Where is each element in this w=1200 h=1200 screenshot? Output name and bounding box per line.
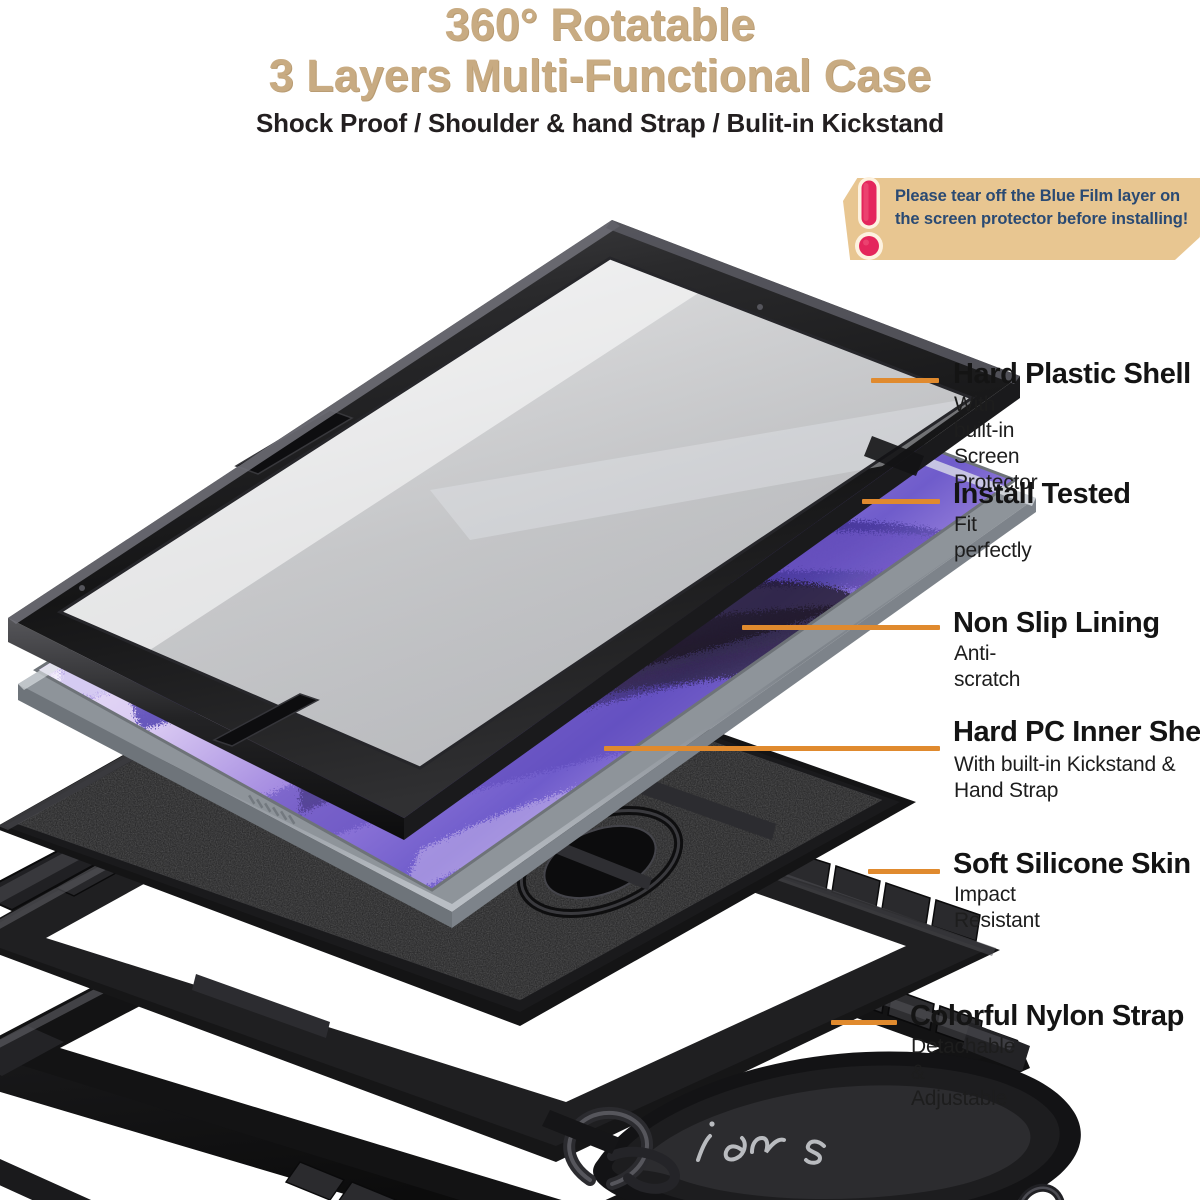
exploded-product-illustration bbox=[0, 220, 1081, 1200]
callout-leader-line bbox=[862, 499, 940, 504]
title-line-1: 360° Rotatable bbox=[444, 0, 756, 50]
header-subtitle: Shock Proof / Shoulder & hand Strap / Bu… bbox=[256, 108, 944, 138]
callout-subtitle: Anti-scratch bbox=[954, 642, 1021, 691]
nylon-shoulder-strap bbox=[542, 1051, 1081, 1200]
callout-title: Soft Silicone Skin bbox=[953, 848, 1191, 880]
callout-title: Hard PC Inner Shell bbox=[953, 716, 1200, 748]
exclamation-icon bbox=[855, 177, 883, 260]
notice-banner-background bbox=[843, 178, 1200, 260]
callout-subtitle: Fit perfectly bbox=[954, 513, 1032, 562]
notice-text: Please tear off the Blue Film layer on t… bbox=[895, 187, 1189, 228]
hard-plastic-shell-layer bbox=[8, 220, 1020, 840]
callout-subtitle: Impact Resistant bbox=[954, 883, 1040, 932]
callout-title: Non Slip Lining bbox=[953, 607, 1160, 639]
header-block: 360° Rotatable 3 Layers Multi-Functional… bbox=[0, 0, 1200, 138]
blue-film-notice-banner: Please tear off the Blue Film layer on t… bbox=[843, 177, 1200, 260]
callout-title: Colorful Nylon Strap bbox=[910, 1000, 1184, 1032]
callout-title: Install Tested bbox=[953, 478, 1131, 510]
callout-leader-line bbox=[604, 746, 940, 751]
callout-subtitle: With built-in Kickstand & Hand Strap bbox=[954, 753, 1176, 802]
callout-subtitle: Detachable & Adjustable bbox=[911, 1035, 1016, 1110]
callout-title: Hard Plastic Shell bbox=[953, 358, 1191, 390]
callout-leader-line bbox=[871, 378, 939, 383]
callout-leader-line bbox=[831, 1020, 897, 1025]
callout-subtitle: With built-in Screen Protector bbox=[954, 393, 1038, 494]
title-line-2: 3 Layers Multi-Functional Case bbox=[268, 50, 932, 101]
strap-braided-end bbox=[1018, 1183, 1065, 1200]
callout-leader-line bbox=[868, 869, 940, 874]
callout-leader-line bbox=[742, 625, 940, 630]
